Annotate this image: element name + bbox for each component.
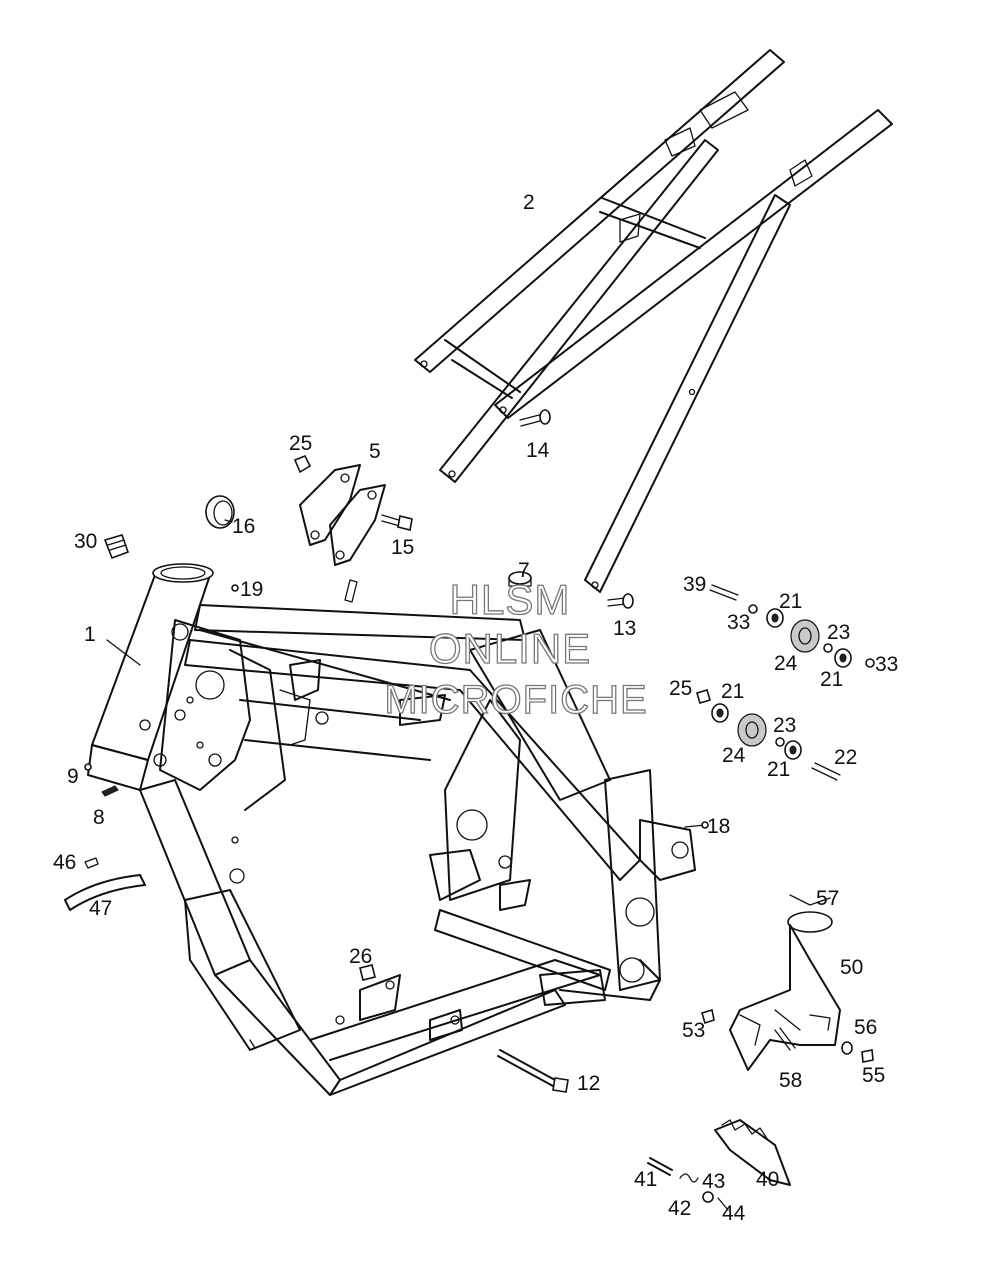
part-25-nut-right [696,689,711,704]
callout-26: 26 [349,945,372,968]
part-46-fitting [84,857,99,869]
part-43-washer [702,1191,714,1203]
callout-12: 12 [577,1072,600,1095]
part-56-55-washer-bolt [841,1041,874,1063]
callout-50: 50 [840,956,863,979]
callout-23-a: 23 [827,621,850,644]
part-5-bracket [299,464,386,566]
callout-21-d: 21 [767,758,790,781]
part-30-cap [103,534,130,560]
part-9-8-screws [84,763,119,797]
callout-14: 14 [526,439,550,462]
part-15-bolt [381,514,413,531]
rear-subframe [414,49,893,593]
callout-21-a: 21 [779,590,802,613]
part-23-spacers [775,643,833,747]
callout-44: 44 [722,1202,746,1225]
callout-1: 1 [84,623,96,646]
callout-15: 15 [391,536,414,559]
part-13-bolt [607,593,634,609]
callout-22: 22 [834,746,857,769]
part-19-screw [231,584,239,592]
part-33-washers [748,604,875,668]
callout-13: 13 [613,617,636,640]
callout-19: 19 [240,578,263,601]
callout-25-b: 25 [669,677,692,700]
callout-42: 42 [668,1197,691,1220]
callout-53: 53 [682,1019,705,1042]
part-58-bolt [774,1027,796,1051]
callout-33-a: 33 [727,611,750,634]
part-44-clip [717,1197,729,1211]
callout-41: 41 [634,1168,657,1191]
callout-16: 16 [232,515,255,538]
callout-46: 46 [53,851,76,874]
callout-33-b: 33 [875,653,898,676]
callout-58: 58 [779,1069,802,1092]
part-12-bolt [497,1049,569,1093]
callout-21-b: 21 [820,668,843,691]
leader-lines [106,519,233,666]
part-39-bolt [709,584,739,601]
callout-55: 55 [862,1064,885,1087]
callout-25-a: 25 [289,432,312,455]
callout-56: 56 [854,1016,877,1039]
part-16-ring [205,495,235,529]
part-40-footpeg [714,1119,791,1186]
callout-7: 7 [518,559,530,582]
callout-47: 47 [89,897,112,920]
callout-5: 5 [369,440,381,463]
callout-9: 9 [67,765,79,788]
callout-18: 18 [707,815,730,838]
part-50-chain-guide [729,911,841,1071]
part-25-nut-top [293,454,312,474]
part-41-pin [647,1157,673,1176]
part-22-bolt [811,762,841,781]
part-57-strap [789,894,831,906]
callout-57: 57 [816,887,839,910]
part-47-hose [64,874,146,911]
part-21-bearings [711,608,852,760]
callout-39: 39 [683,573,706,596]
part-24-bushings [737,619,820,747]
watermark-line1: HLSM [450,576,571,623]
callout-24-a: 24 [774,652,798,675]
callout-40: 40 [756,1168,779,1191]
part-14-bolt [519,409,551,427]
part-7-grommet [508,571,532,587]
callout-23-b: 23 [773,714,796,737]
main-frame [87,563,696,1096]
part-42-spring [679,1173,699,1183]
callout-8: 8 [93,806,105,829]
part-26-nut [359,964,376,981]
callout-21-c: 21 [721,680,744,703]
part-18-screw [684,821,709,829]
watermark-line2: ONLINE [429,625,591,672]
callout-43: 43 [702,1170,725,1193]
callout-labels: 1 2 5 7 8 9 12 13 14 15 16 18 19 21 21 2… [53,191,898,1225]
part-53-nut [701,1008,715,1025]
watermark-line3: MICROFICHE [384,678,647,722]
callout-30: 30 [74,530,97,553]
callout-24-b: 24 [722,744,746,767]
callout-2: 2 [523,191,535,214]
